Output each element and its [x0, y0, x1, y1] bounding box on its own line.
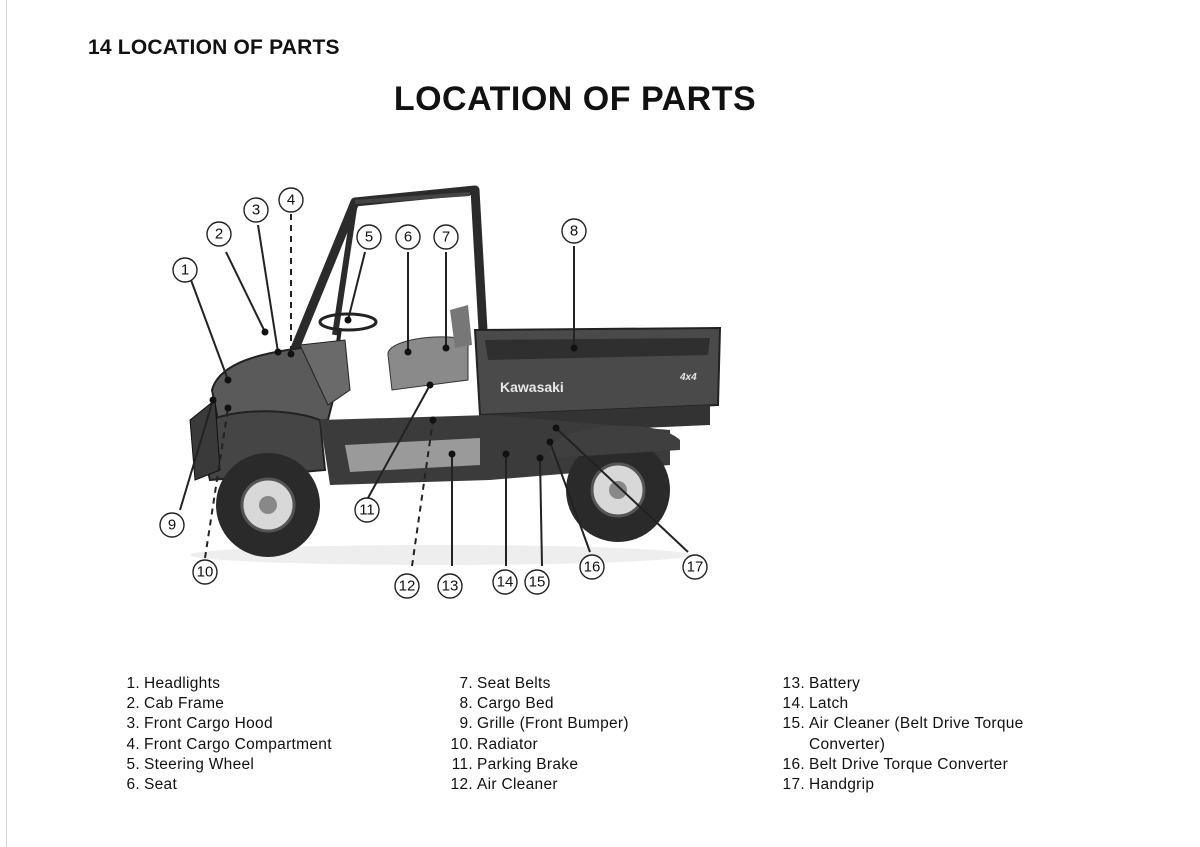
leader-line-1 [190, 279, 229, 381]
leader-lines [179, 214, 689, 567]
svg-text:3: 3 [252, 202, 260, 219]
svg-text:5: 5 [365, 229, 373, 246]
vehicle-parts-figure: Kawasaki 4x4 1 2 3 4 5 6 7 8 [159, 185, 722, 599]
legend-item: 13.Battery [782, 675, 861, 692]
svg-text:2: 2 [215, 226, 223, 243]
legend-column-2: 7.Seat Belts 8.Cargo Bed 9.Grille (Front… [445, 674, 629, 795]
svg-text:12: 12 [399, 578, 416, 595]
svg-text:16: 16 [584, 559, 601, 576]
legend-column-3: 13.Battery 14.Latch 15.Air Cleaner (Belt… [775, 674, 1024, 795]
legend-item: 1.Headlights [126, 675, 221, 692]
leader-line-17 [555, 427, 689, 553]
brand-decal: Kawasaki [500, 379, 564, 395]
legend-item: 17.Handgrip [782, 776, 875, 794]
svg-text:15: 15 [529, 574, 546, 591]
leader-line-10 [204, 407, 229, 559]
legend-item: 10.Radiator [450, 735, 538, 753]
legend-item-continuation: Converter) [809, 735, 886, 753]
legend-column-1: 1.Headlights 2.Cab Frame 3.Front Cargo H… [118, 674, 332, 795]
legend-item: 12.Air Cleaner [450, 776, 558, 794]
legend-item: 2.Cab Frame [126, 695, 225, 713]
legend-item: 3.Front Cargo Hood [126, 715, 273, 733]
leader-line-16 [549, 441, 591, 553]
callout-13: 13 [437, 573, 463, 599]
callout-labels: 1 2 3 4 5 6 7 8 9 10 11 12 13 14 15 16 1… [159, 187, 708, 599]
leader-line-11 [367, 384, 431, 499]
svg-text:14: 14 [497, 574, 514, 591]
page-margin-line [6, 0, 7, 847]
callout-14: 14 [492, 569, 518, 595]
callout-4: 4 [278, 187, 304, 213]
legend-item: 4.Front Cargo Compartment [126, 735, 332, 753]
callout-7: 7 [433, 224, 459, 250]
svg-text:7: 7 [442, 229, 450, 246]
callout-5: 5 [356, 224, 382, 250]
legend-item: 7.Seat Belts [459, 675, 551, 692]
leader-line-15 [539, 457, 543, 567]
callout-1: 1 [172, 257, 198, 283]
leader-dots [209, 316, 578, 462]
callout-3: 3 [243, 197, 269, 223]
running-head: 14 LOCATION OF PARTS [88, 36, 340, 59]
svg-text:4: 4 [287, 192, 295, 209]
svg-text:17: 17 [687, 559, 704, 576]
legend-item: 5.Steering Wheel [126, 755, 255, 773]
callout-17: 17 [682, 554, 708, 580]
callout-10: 10 [192, 559, 218, 585]
callout-11: 11 [354, 497, 380, 523]
callout-9: 9 [159, 512, 185, 538]
callout-6: 6 [395, 224, 421, 250]
leader-line-12 [411, 419, 434, 567]
legend-item: 11.Parking Brake [451, 755, 579, 773]
svg-text:13: 13 [442, 578, 459, 595]
legend-item: 6.Seat [126, 776, 178, 794]
callout-2: 2 [206, 221, 232, 247]
svg-text:8: 8 [570, 223, 578, 240]
legend-item: 14.Latch [782, 695, 849, 713]
callout-15: 15 [524, 569, 550, 595]
leader-line-9 [179, 399, 214, 511]
svg-text:11: 11 [359, 502, 375, 519]
leader-line-3 [257, 224, 279, 353]
svg-text:6: 6 [404, 229, 412, 246]
svg-text:10: 10 [197, 564, 214, 581]
svg-text:1: 1 [181, 262, 189, 279]
leader-line-5 [347, 251, 366, 321]
callout-12: 12 [394, 573, 420, 599]
legend-item: 9.Grille (Front Bumper) [459, 715, 629, 733]
four-by-four-badge: 4x4 [679, 372, 697, 383]
legend-item: 8.Cargo Bed [459, 695, 554, 713]
svg-text:9: 9 [168, 517, 176, 534]
callout-16: 16 [579, 554, 605, 580]
legend-item: 16.Belt Drive Torque Converter [782, 755, 1009, 773]
page-title: LOCATION OF PARTS [393, 80, 757, 118]
callout-8: 8 [561, 218, 587, 244]
leader-line-2 [225, 251, 266, 333]
legend-item: 15.Air Cleaner (Belt Drive Torque [782, 715, 1024, 733]
